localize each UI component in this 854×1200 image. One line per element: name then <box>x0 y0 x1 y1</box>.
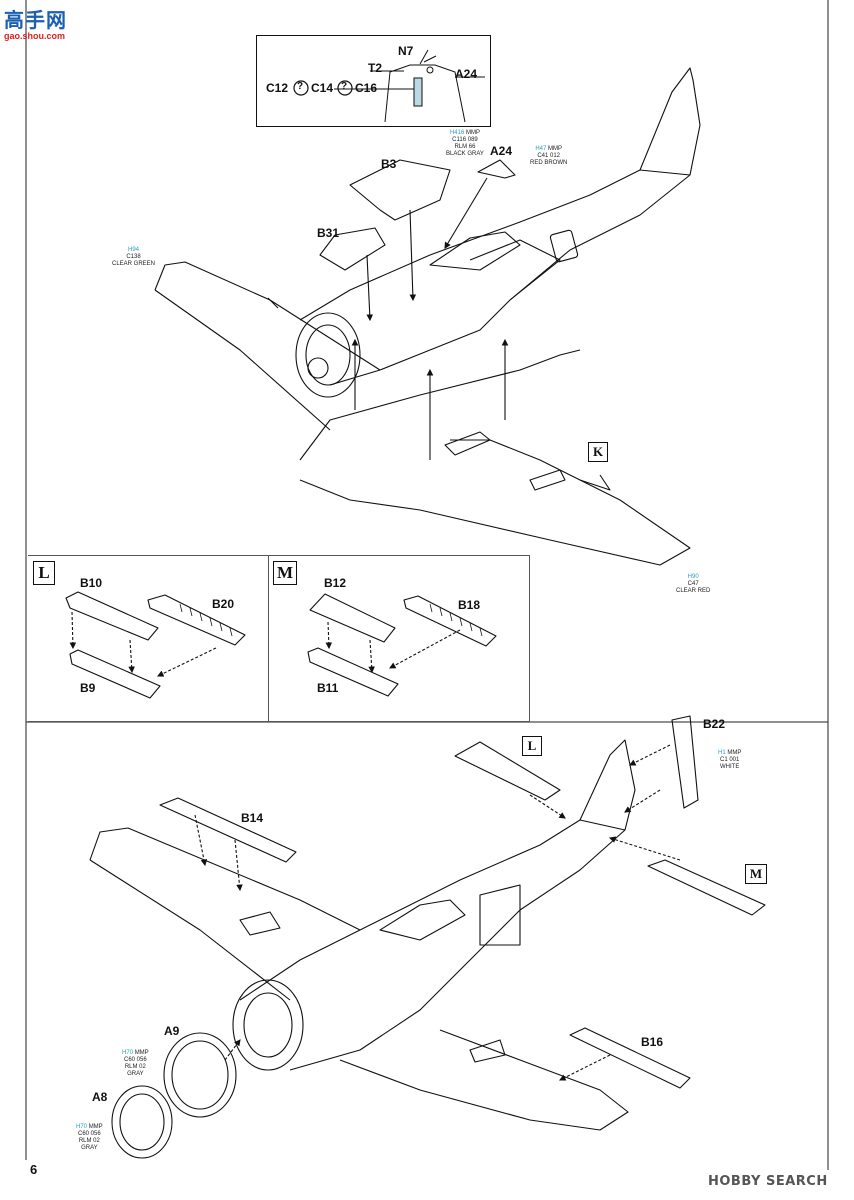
paint-mmp: MMP <box>727 750 742 756</box>
part-label-b22: B22 <box>703 717 726 731</box>
marker-l-ref: L <box>522 736 542 756</box>
paint-c-code: C116 <box>452 137 467 143</box>
paint-callout-clear-red: H90 C47 CLEAR RED <box>676 574 710 595</box>
detail-callout-box <box>256 35 491 127</box>
paint-c-code: C138 <box>126 254 141 260</box>
paint-mmp-code: 089 <box>467 137 478 143</box>
paint-mmp-code: 012 <box>550 153 561 159</box>
paint-name-2: GRAY <box>81 1145 98 1151</box>
paint-callout-white: H1 MMP C1 001 WHITE <box>718 750 741 771</box>
paint-name: RED BROWN <box>530 160 568 166</box>
paint-callout-black-gray: H416 MMP C116 089 RLM 66 BLACK GRAY <box>446 130 484 158</box>
paint-c-code: C41 <box>537 153 549 159</box>
part-label-b10: B10 <box>80 576 103 590</box>
paint-mmp-code: 056 <box>90 1131 101 1137</box>
watermark-site-url: gao.shou.com <box>4 31 66 41</box>
watermark-logo: 高手网 gao.shou.com <box>4 4 67 41</box>
paint-name: RLM 66 <box>454 144 476 150</box>
paint-name: RLM 02 <box>78 1138 100 1144</box>
part-label-a8: A8 <box>92 1090 108 1104</box>
paint-hobby-code: H1 <box>718 750 726 756</box>
page-number: 6 <box>30 1162 38 1177</box>
paint-hobby-code: H47 <box>535 146 547 152</box>
paint-hobby-code: H416 <box>449 130 465 136</box>
marker-m-ref: M <box>745 864 767 884</box>
paint-mmp-code: 056 <box>136 1057 147 1063</box>
either-symbol-2: ? <box>341 81 348 92</box>
paint-name: RLM 02 <box>124 1064 146 1070</box>
paint-c-code: C60 <box>123 1057 135 1063</box>
callout-part-t2: T2 <box>368 61 383 75</box>
part-label-b12: B12 <box>324 576 347 590</box>
paint-hobby-code: H94 <box>128 247 140 253</box>
paint-name-2: BLACK GRAY <box>446 151 484 157</box>
subassembly-marker-k: K <box>588 442 608 462</box>
box-m-marker: M <box>273 561 297 585</box>
paint-hobby-code: H70 <box>76 1124 88 1130</box>
paint-callout-clear-green: H94 C138 CLEAR GREEN <box>112 247 155 268</box>
part-label-b16: B16 <box>641 1035 664 1049</box>
paint-c-code: C47 <box>687 581 699 587</box>
paint-name: WHITE <box>720 764 740 770</box>
box-l-marker: L <box>33 561 55 585</box>
part-label-b3: B3 <box>381 157 397 171</box>
callout-part-c14: C14 <box>311 81 334 95</box>
paint-c-code: C60 <box>77 1131 89 1137</box>
paint-callout-red-brown: H47 MMP C41 012 RED BROWN <box>530 146 567 167</box>
paint-mmp: MMP <box>134 1050 149 1056</box>
subassembly-box-m <box>268 555 530 722</box>
paint-callout-rlm02-b: H70 MMP C60 056 RLM 02 GRAY <box>76 1124 103 1152</box>
paint-hobby-code: H90 <box>687 574 699 580</box>
paint-name: CLEAR GREEN <box>112 261 156 267</box>
paint-name-2: GRAY <box>127 1071 144 1077</box>
paint-mmp-code: 001 <box>729 757 740 763</box>
part-label-b20: B20 <box>212 597 235 611</box>
paint-hobby-code: H70 <box>122 1050 134 1056</box>
paint-callout-rlm02-a: H70 MMP C60 056 RLM 02 GRAY <box>122 1050 149 1078</box>
part-label-a24: A24 <box>490 144 513 158</box>
part-label-b11: B11 <box>317 681 339 695</box>
part-label-a9: A9 <box>164 1024 180 1038</box>
callout-part-c12: C12 <box>266 81 289 95</box>
callout-part-n7: N7 <box>398 44 414 58</box>
paint-c-code: C1 <box>719 757 728 763</box>
watermark-site-name: 高手网 <box>4 8 67 32</box>
watermark-footer: HOBBY SEARCH <box>708 1174 828 1189</box>
either-symbol-1: ? <box>297 81 304 92</box>
part-label-b18: B18 <box>458 598 481 612</box>
part-label-b14: B14 <box>241 811 264 825</box>
part-label-b9: B9 <box>80 681 96 695</box>
paint-mmp: MMP <box>465 130 480 136</box>
callout-part-c16: C16 <box>355 81 378 95</box>
paint-mmp: MMP <box>548 146 563 152</box>
callout-part-a24: A24 <box>455 67 478 81</box>
part-label-b31: B31 <box>317 226 340 240</box>
paint-name: CLEAR RED <box>676 588 711 594</box>
paint-mmp: MMP <box>88 1124 103 1130</box>
